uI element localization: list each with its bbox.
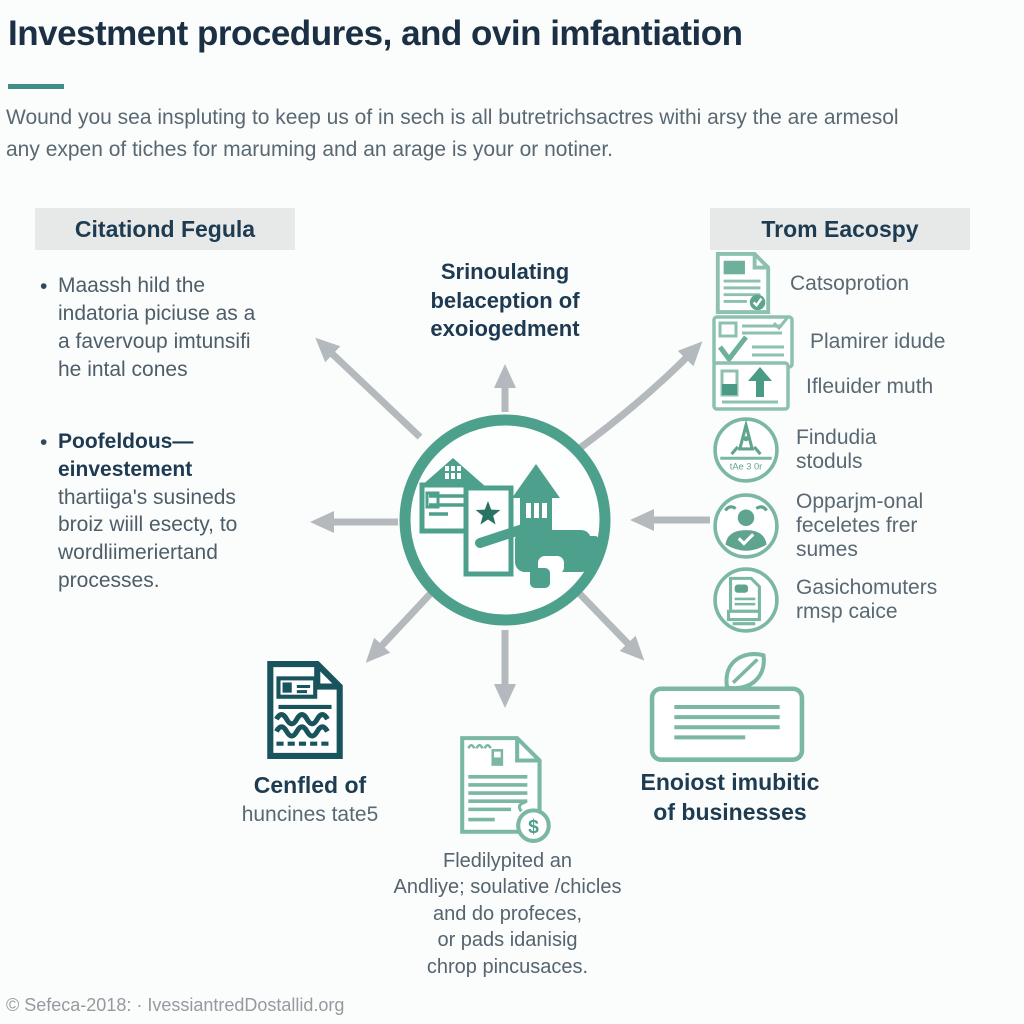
dollar-sign-icon: $ [528,817,539,838]
right-item-line: Gasichomuters [796,576,938,599]
bullet-text: Maassh hild the indatoria piciuse as a a… [58,274,256,381]
hub-label: Srinoulating belaception of exoiogedment [385,258,625,344]
star-icon [475,501,501,525]
right-list-item: Catsoprotion [712,250,1012,318]
right-section-header: Trom Eacospy [710,208,970,250]
caption-line: Andliye; soulative /chicles [393,876,622,899]
right-item-line: Ifleuider muth [806,375,934,398]
footer-credit: © Sefeca-2018: · IvessiantredDostallid.o… [6,995,345,1015]
caption-text: huncines tate5 [241,803,379,827]
left-section-header-label: Citationd Fegula [74,215,256,242]
bullet-text: thartiiga's susineds broiz wiill esecty,… [58,485,238,593]
right-item-line: Plamirer idude [810,330,946,353]
bullet-item: • Maassh hild the indatoria piciuse as a… [40,272,265,384]
hub-label-line: Srinoulating [440,259,570,284]
intro-paragraph: Wound you sea inspluting to keep us of i… [6,106,899,161]
right-list-item: Opparjm-onal feceletes frer sumes [712,490,1012,562]
right-item-line: feceletes frer [796,514,918,537]
hub-label-line: exoiogedment [430,316,580,342]
right-item-label: Catsoprotion [790,272,909,296]
leaf-note-icon [649,652,805,762]
right-item-label: Ifleuider muth [806,375,933,399]
arrow-down-right-icon [575,589,645,661]
rocket-badge-icon: tAe 3 0r [713,417,779,483]
bullet-item: • Poofeldous— einvestement thartiiga's s… [40,428,265,596]
upload-card-icon [712,361,790,411]
left-bullet-list: • Maassh hild the indatoria piciuse as a… [40,272,265,639]
caption-line: or pads idanisig [437,929,578,952]
right-list-item: Gasichomuters rmsp caice [712,565,1012,635]
caption-line: of businesses [653,798,807,825]
left-section-header: Citationd Fegula [35,208,295,250]
arrow-up-right-icon [577,341,703,451]
printer-doc-badge-icon [713,567,779,633]
rocket-badge-text: tAe 3 0r [730,462,762,472]
bullet-bold: Poofeldous— einvestement [58,429,194,481]
caption-line: Enoiost imubitic [640,769,820,795]
bottom-right-caption: Enoiost imubitic of businesses [620,768,840,828]
bullet-dot: • [40,275,48,298]
right-item-line: rmsp caice [796,600,898,623]
right-item-label: Gasichomuters rmsp caice [796,576,937,624]
right-list-item: tAe 3 0r Findudia stoduls [712,416,1012,484]
investment-hub-icon [419,458,599,588]
title-underline [8,84,64,89]
right-item-line: Opparjm-onal [796,490,924,513]
page-title: Investment procedures, and ovin imfantia… [8,14,743,53]
right-list-item: Ifleuider muth [712,360,1012,414]
right-item-label: Opparjm-onal feceletes frer sumes [796,490,923,562]
person-badge-icon [713,493,779,559]
right-item-line: Catsoprotion [790,272,910,295]
right-item-line: sumes [796,538,858,561]
right-item-label: Plamirer idude [810,330,945,354]
caption-line: chrop pincusaces. [426,955,589,978]
right-item-line: Findudia [796,426,877,449]
arrow-down-left-icon [365,589,435,663]
arrow-up-left-icon [315,337,423,440]
document-check-icon [715,252,771,315]
caption-line: Fledilypited an [443,850,572,872]
report-document-icon [267,661,343,759]
right-item-line: stoduls [796,450,863,473]
caption-line: and do profeces, [433,902,582,925]
hub-label-line: belaception of [430,287,580,313]
right-section-header-label: Trom Eacospy [761,215,919,242]
money-document-icon: $ [460,736,551,843]
bottom-left-caption: Cenfled of huncines tate5 [200,770,420,829]
caption-bold: Cenfled of [253,772,367,798]
hub-diagram [310,337,710,708]
bullet-dot: • [40,430,48,454]
right-item-label: Findudia stoduls [796,426,877,474]
bottom-middle-caption: Fledilypited an Andliye; soulative /chic… [350,848,665,980]
